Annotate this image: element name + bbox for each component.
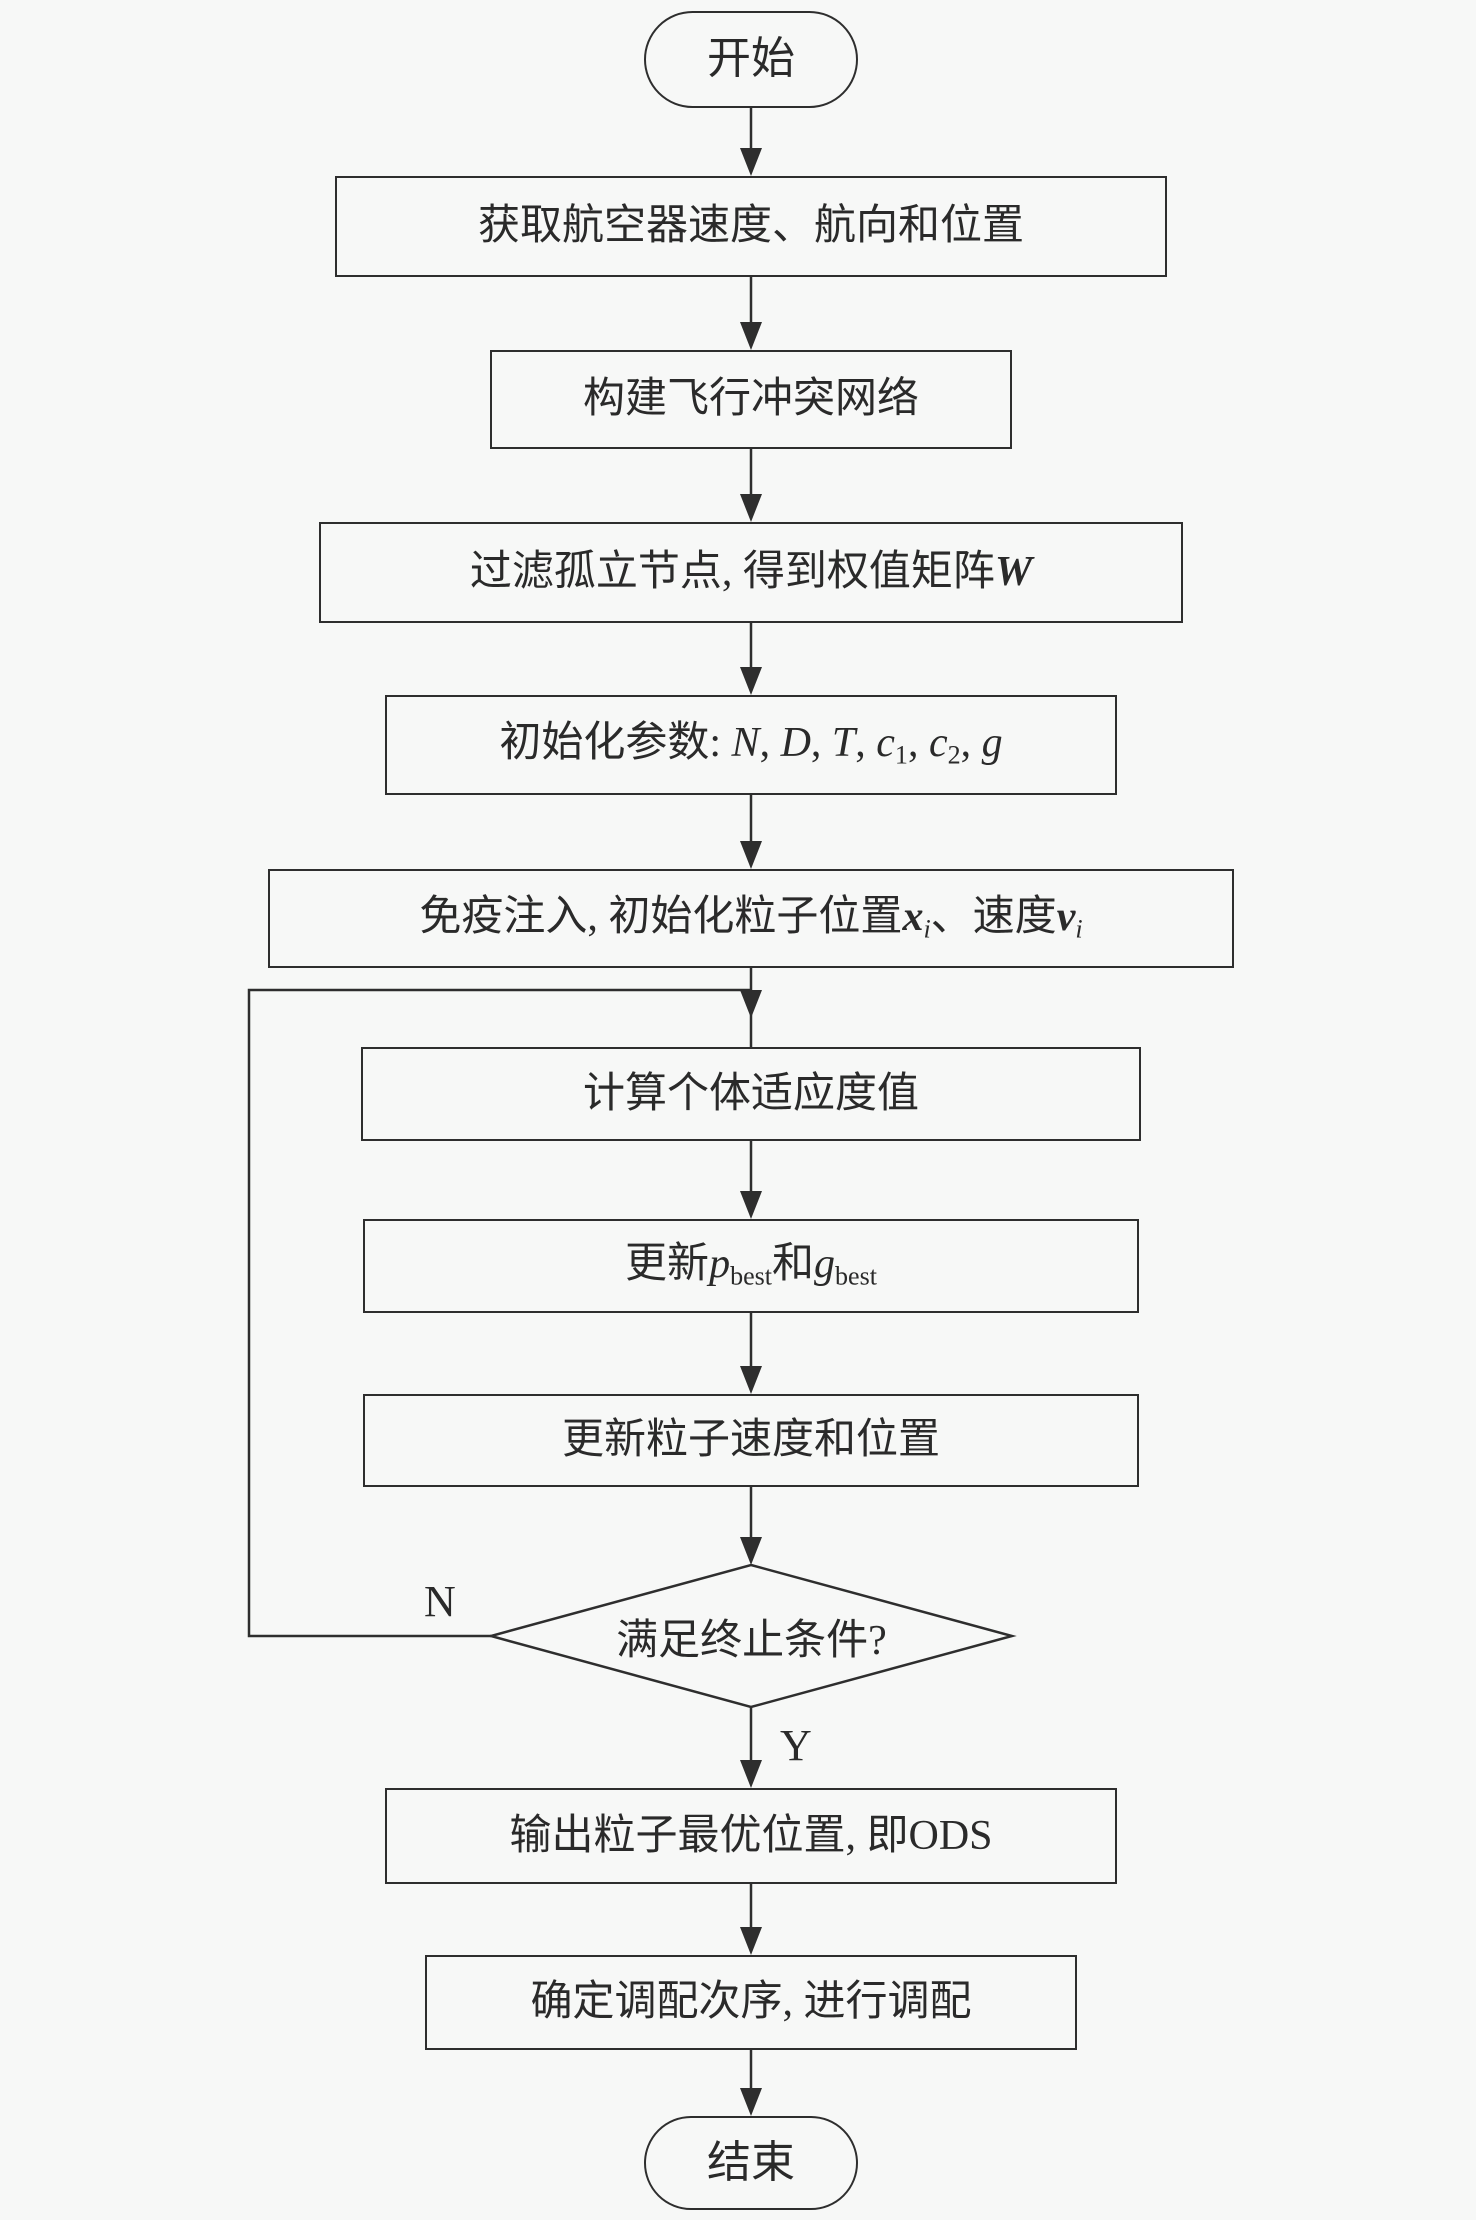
edge-fitness-to-updatebest — [740, 1141, 762, 1219]
flow-node-build-network-label: 构建飞行冲突网络 — [582, 376, 919, 423]
param-c1: c — [876, 720, 895, 767]
flow-node-end: 结束 — [644, 2116, 858, 2210]
edge-output-to-allocate — [740, 1884, 762, 1955]
param-c2-sub: 2 — [947, 740, 961, 770]
edge-immune-to-fitness — [740, 968, 762, 1047]
flow-node-termination-label: 满足终止条件? — [616, 1617, 887, 1664]
edge-filter-to-init — [740, 623, 762, 695]
gbest-symbol: g — [814, 1241, 836, 1288]
edge-start-to-acquire — [740, 108, 762, 176]
flow-node-update-particles-label: 更新粒子速度和位置 — [561, 1417, 940, 1464]
velocity-symbol: v — [1056, 893, 1076, 940]
pbest-sub: best — [730, 1261, 772, 1291]
edge-acquire-to-network — [740, 277, 762, 350]
flow-node-output-ods-label: 输出粒子最优位置, 即ODS — [509, 1812, 993, 1859]
param-sep: , — [759, 720, 781, 767]
edge-termination-yes-to-output — [740, 1707, 762, 1788]
gbest-sub: best — [835, 1261, 877, 1291]
arrow-head — [740, 1191, 762, 1219]
update-best-mid: 和 — [772, 1241, 815, 1288]
edge-network-to-filter — [740, 449, 762, 522]
flow-node-start-label: 开始 — [707, 34, 795, 84]
edge-label-no: N — [424, 1577, 456, 1626]
flow-node-allocate: 确定调配次序, 进行调配 — [425, 1955, 1077, 2050]
flow-node-acquire-state: 获取航空器速度、航向和位置 — [335, 176, 1167, 277]
param-T: T — [831, 720, 856, 767]
edge-updatebest-to-updateparticles — [740, 1313, 762, 1394]
edge-updateparticles-to-termination — [740, 1487, 762, 1565]
flow-node-end-label: 结束 — [707, 2137, 795, 2187]
param-sep: , — [907, 720, 929, 767]
param-sep: , — [960, 720, 982, 767]
flow-node-immune-label: 免疫注入, 初始化粒子位置xi、速度vi — [419, 893, 1082, 944]
immune-prefix: 免疫注入, 初始化粒子位置 — [419, 893, 903, 940]
arrow-head — [740, 1366, 762, 1394]
arrow-head — [740, 1760, 762, 1788]
edge-line — [247, 988, 751, 1638]
position-symbol: x — [902, 893, 924, 940]
immune-mid: 、速度 — [930, 893, 1057, 940]
arrow-head — [740, 841, 762, 869]
param-sep: , — [810, 720, 832, 767]
flow-node-termination: 满足终止条件? — [491, 1565, 1012, 1707]
arrow-head — [740, 1927, 762, 1955]
edge-init-to-immune — [740, 795, 762, 869]
arrow-head — [740, 148, 762, 176]
param-sep: , — [855, 720, 877, 767]
flow-node-filter-label: 过滤孤立节点, 得到权值矩阵W — [470, 548, 1032, 596]
param-c2: c — [928, 720, 948, 767]
weight-matrix-symbol: W — [994, 549, 1033, 596]
init-prefix: 初始化参数: — [499, 720, 732, 767]
arrow-head — [740, 667, 762, 695]
flow-node-init-params-label: 初始化参数: N, D, T, c1, c2, g — [499, 719, 1002, 770]
filter-prefix: 过滤孤立节点, 得到权值矩阵 — [469, 549, 995, 596]
param-c1-sub: 1 — [894, 740, 908, 770]
edge-loop-back-no — [247, 988, 751, 1638]
arrow-head — [740, 1537, 762, 1565]
arrow-head — [740, 494, 762, 522]
position-sub: i — [923, 914, 931, 944]
flow-node-fitness-label: 计算个体适应度值 — [582, 1070, 919, 1117]
flow-node-filter-isolated: 过滤孤立节点, 得到权值矩阵W — [319, 522, 1183, 623]
edge-label-yes: Y — [780, 1721, 812, 1770]
velocity-sub: i — [1075, 914, 1083, 944]
flow-node-allocate-label: 确定调配次序, 进行调配 — [530, 1979, 972, 2026]
flow-node-update-best: 更新pbest和gbest — [363, 1219, 1139, 1313]
flow-node-start: 开始 — [644, 11, 858, 108]
flow-node-acquire-label: 获取航空器速度、航向和位置 — [477, 203, 1024, 250]
pbest-symbol: p — [709, 1241, 731, 1288]
update-best-prefix: 更新 — [625, 1241, 710, 1288]
edge-allocate-to-end — [740, 2050, 762, 2116]
flow-node-update-best-label: 更新pbest和gbest — [625, 1240, 877, 1291]
arrow-head — [740, 322, 762, 350]
flow-node-immune-init: 免疫注入, 初始化粒子位置xi、速度vi — [268, 869, 1234, 968]
param-D: D — [780, 720, 811, 767]
arrow-head — [740, 2088, 762, 2116]
flow-node-fitness: 计算个体适应度值 — [361, 1047, 1141, 1141]
arrow-head — [740, 990, 762, 1018]
param-N: N — [731, 720, 760, 767]
flow-node-build-network: 构建飞行冲突网络 — [490, 350, 1012, 449]
flow-node-init-params: 初始化参数: N, D, T, c1, c2, g — [385, 695, 1117, 795]
flow-node-output-ods: 输出粒子最优位置, 即ODS — [385, 1788, 1117, 1884]
flow-node-update-particles: 更新粒子速度和位置 — [363, 1394, 1139, 1487]
param-g: g — [981, 720, 1003, 767]
